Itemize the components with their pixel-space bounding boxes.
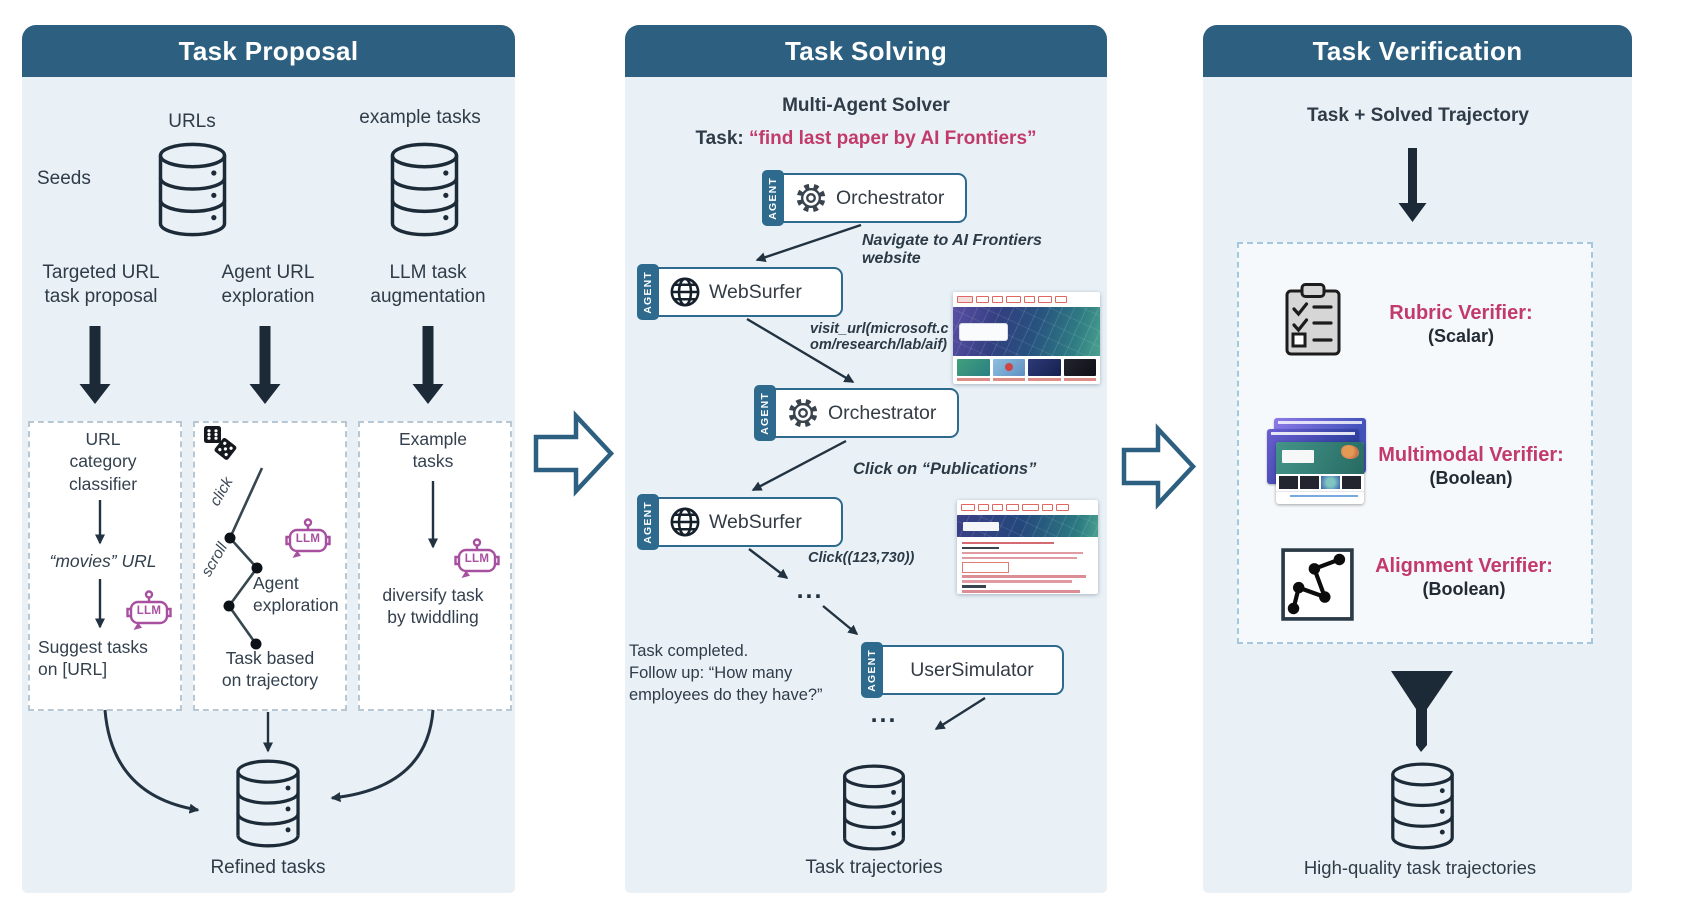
task-trajectories-label: Task trajectories — [805, 857, 943, 878]
urls-database-icon — [152, 141, 233, 238]
panel-title-task-solving: Task Solving — [625, 25, 1107, 77]
task-statement: Task: “find last paper by AI Frontiers” — [641, 128, 1091, 150]
agent-usersimulator: AGENT UserSimulator — [861, 642, 1064, 698]
box-url-classifier — [28, 421, 182, 711]
agent-tab: AGENT — [861, 642, 883, 698]
screenshot-stack-icon — [1260, 418, 1368, 508]
followup-text: Task completed. Follow up: “How many emp… — [629, 642, 823, 704]
annotation-navigate: Navigate to AI Frontiers website — [862, 232, 1042, 267]
agent-name: UserSimulator — [910, 658, 1034, 681]
high-quality-database-icon — [1385, 761, 1460, 851]
agent-name: Orchestrator — [828, 401, 937, 424]
panel-title-task-proposal: Task Proposal — [22, 25, 515, 77]
refined-tasks-database-icon — [230, 758, 306, 849]
column-heading-targeted-url: Targeted URL task proposal — [42, 262, 160, 307]
high-quality-trajectories-label: High-quality task trajectories — [1303, 857, 1537, 878]
globe-icon — [668, 505, 702, 539]
thumbnail-navbar — [957, 500, 1098, 515]
llm-robot-icon: LLM — [125, 590, 173, 636]
suggest-tasks-label: Suggest tasks on [URL] — [38, 637, 148, 680]
agent-name: Orchestrator — [836, 186, 945, 209]
task-solved-trajectory-label: Task + Solved Trajectory — [1307, 105, 1529, 126]
task-trajectories-database-icon — [836, 763, 912, 852]
ellipsis: ... — [796, 576, 824, 604]
example-tasks-db-label: example tasks — [359, 107, 481, 128]
publications-page-thumbnail — [957, 500, 1098, 594]
agent-tab: AGENT — [637, 264, 659, 320]
thumbnail-hero-banner — [953, 307, 1100, 356]
clipboard-checklist-icon — [1281, 274, 1345, 366]
annotation-visit-url: visit_url(microsoft.c om/research/lab/ai… — [810, 321, 949, 353]
task-based-trajectory-label: Task based on trajectory — [221, 648, 319, 691]
rubric-verifier-label: Rubric Verifier: (Scalar) — [1389, 302, 1533, 346]
agent-websurfer-1: AGENT WebSurfer — [637, 264, 843, 320]
agent-name: WebSurfer — [709, 280, 802, 303]
seeds-label: Seeds — [37, 168, 91, 189]
url-category-classifier-label: URL category classifier — [68, 429, 138, 494]
column-heading-agent-exploration: Agent URL exploration — [221, 262, 315, 307]
gear-icon — [785, 395, 821, 431]
example-tasks-step-label: Example tasks — [398, 429, 468, 472]
example-tasks-database-icon — [384, 141, 465, 238]
refined-tasks-label: Refined tasks — [210, 857, 326, 878]
thumbnail-cards-row — [953, 356, 1100, 377]
agent-orchestrator-2: AGENT Orchestrator — [754, 385, 959, 441]
agent-tab: AGENT — [637, 494, 659, 550]
task-quote: “find last paper by AI Frontiers” — [749, 128, 1037, 149]
agent-tab: AGENT — [754, 385, 776, 441]
thumbnail-hero-banner — [957, 515, 1098, 537]
llm-robot-icon: LLM — [453, 538, 501, 584]
agent-orchestrator-1: AGENT Orchestrator — [762, 170, 967, 226]
ellipsis: ... — [870, 700, 898, 728]
annotation-click-coords: Click((123,730)) — [808, 550, 915, 566]
agent-exploration-label: Agent exploration — [253, 573, 339, 616]
llm-robot-icon: LLM — [284, 518, 332, 564]
column-heading-llm-augmentation: LLM task augmentation — [370, 262, 486, 307]
panel-task-solving: Task Solving — [625, 25, 1107, 893]
trajectory-icon — [1281, 546, 1354, 623]
diversify-task-label: diversify task by twiddling — [382, 585, 484, 628]
multi-agent-solver-label: Multi-Agent Solver — [782, 95, 950, 116]
box-llm-augmentation — [358, 421, 512, 711]
ai-frontiers-homepage-thumbnail — [953, 292, 1100, 384]
box-agent-exploration — [193, 421, 347, 711]
urls-db-label: URLs — [168, 111, 216, 132]
thumbnail-captions — [953, 377, 1100, 384]
task-prefix: Task: — [695, 128, 749, 149]
globe-icon — [668, 275, 702, 309]
agent-name: WebSurfer — [709, 510, 802, 533]
thumbnail-navbar — [953, 292, 1100, 307]
arrow-proposal-to-solving — [533, 410, 615, 497]
agent-websurfer-2: AGENT WebSurfer — [637, 494, 843, 550]
movies-url-label: “movies” URL — [49, 551, 157, 571]
agent-tab: AGENT — [762, 170, 784, 226]
gear-icon — [793, 180, 829, 216]
panel-title-task-verification: Task Verification — [1203, 25, 1632, 77]
arrow-solving-to-verification — [1121, 423, 1197, 510]
thumbnail-text-content — [957, 537, 1098, 594]
multimodal-verifier-label: Multimodal Verifier: (Boolean) — [1378, 444, 1564, 488]
annotation-click-publications: Click on “Publications” — [853, 460, 1037, 478]
exploration-trajectory-graphic — [223, 467, 264, 650]
alignment-verifier-label: Alignment Verifier: (Boolean) — [1375, 555, 1553, 599]
